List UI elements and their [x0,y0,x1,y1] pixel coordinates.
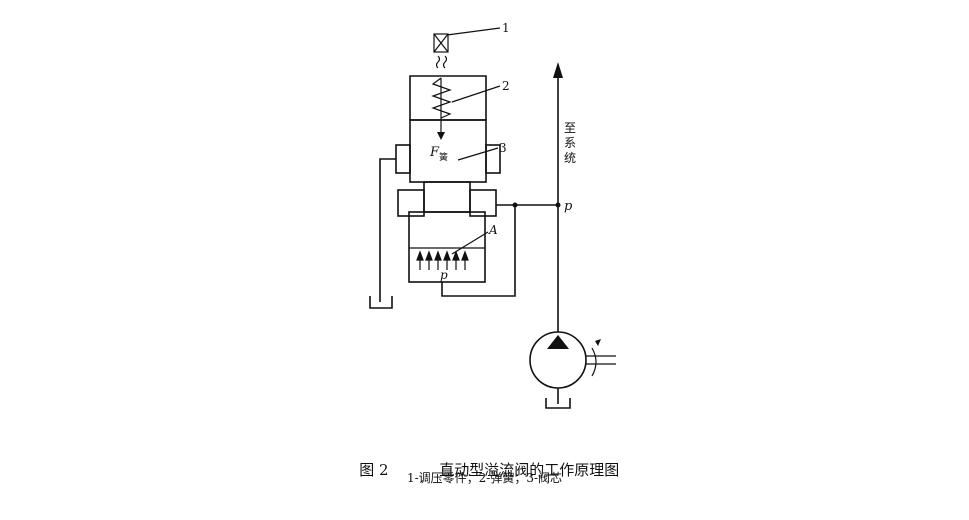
pump-symbol [529,331,616,409]
callout-label-1: 1 [502,21,510,35]
figure-legend: 1-调压零件；2-弹簧；3-阀芯 [406,471,563,485]
system-line [553,62,563,332]
callout-label-a: A [488,223,498,237]
spring-force-subscript: 簧 [439,151,448,163]
pressure-label-inner: p [440,268,448,282]
valve-schematic-diagram: 1 2 3 A F 簧 p p 至 系 统 [369,21,616,409]
spring-force-label: F [429,145,440,160]
svg-text:统: 统 [564,151,576,165]
svg-text:系: 系 [564,136,576,150]
valve-body [395,75,501,283]
pressure-label-right: p [564,199,573,214]
figure-caption: 图 2 直动型溢流阀的工作原理图 [0,441,969,480]
callout-leaders [446,27,501,255]
pressure-arrows [409,247,485,270]
svg-text:至: 至 [564,121,576,135]
callout-label-2: 2 [502,79,510,93]
callout-label-3: 3 [499,141,507,155]
figure-number: 图 2 [359,461,389,479]
drain-line [369,158,396,309]
to-system-label: 至 系 统 [564,121,576,165]
spring-force-arrow [437,78,445,140]
adjusting-knob [433,33,449,69]
figure-title: 直动型溢流阀的工作原理图 [439,461,620,479]
